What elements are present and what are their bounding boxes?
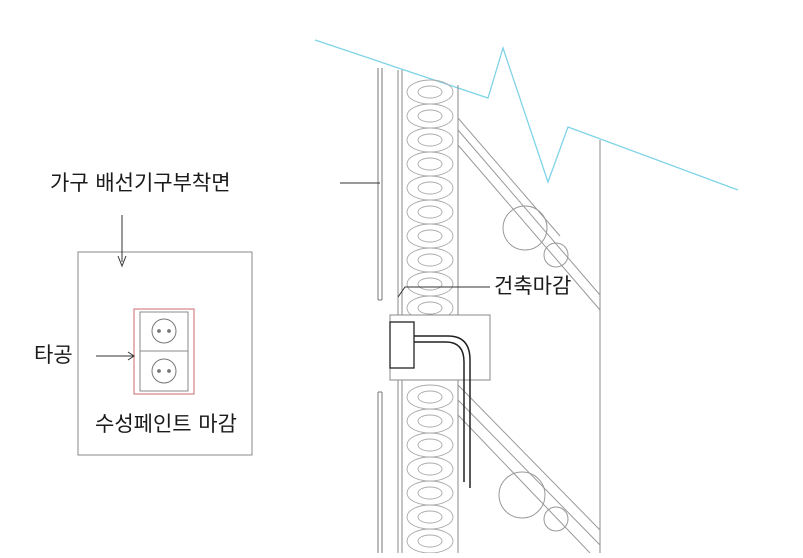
insulation-pattern xyxy=(406,79,454,554)
insulation-loop xyxy=(406,504,454,530)
label-furniture-wiring-face: 가구 배선기구부착면 xyxy=(50,171,231,195)
insulation-loop xyxy=(417,414,443,428)
break-line xyxy=(314,39,739,191)
cable xyxy=(414,335,471,488)
diagonal-brace-upper xyxy=(457,117,601,311)
finish-panel xyxy=(377,68,383,553)
insulation-loop xyxy=(417,229,443,243)
insulation-loop xyxy=(406,480,454,506)
insulation-loop xyxy=(417,253,443,267)
insulation-loop xyxy=(406,384,454,410)
insulation-loop xyxy=(406,199,454,225)
insulation-loop xyxy=(417,85,443,99)
insulation-loop xyxy=(406,271,454,297)
insulation-loop xyxy=(406,103,454,129)
outlet xyxy=(133,308,195,395)
junction-box xyxy=(389,314,491,381)
insulation-loop xyxy=(417,109,443,123)
insulation-loop xyxy=(406,79,454,105)
label-building-finish: 건축마감 xyxy=(494,274,572,298)
insulation-loop xyxy=(417,486,443,500)
insulation-loop xyxy=(417,181,443,195)
insulation-loop xyxy=(406,175,454,201)
label-perforation: 타공 xyxy=(34,343,73,367)
leader-line xyxy=(96,182,490,361)
insulation-loop xyxy=(417,390,443,404)
insulation-loop xyxy=(417,277,443,291)
insulation-loop xyxy=(417,534,443,548)
insulation-loop xyxy=(417,301,443,315)
wall-elevation xyxy=(77,251,253,456)
socket-icon xyxy=(151,318,177,344)
insulation-loop xyxy=(406,127,454,153)
insulation-loop xyxy=(417,133,443,147)
insulation-loop xyxy=(406,151,454,177)
insulation-loop xyxy=(417,438,443,452)
insulation-loop xyxy=(417,510,443,524)
insulation-loop xyxy=(417,157,443,171)
insulation-loop xyxy=(406,247,454,273)
insulation-loop xyxy=(406,456,454,482)
insulation-loop xyxy=(406,223,454,249)
label-water-paint-finish: 수성페인트 마감 xyxy=(95,412,237,436)
insulation-loop xyxy=(417,462,443,476)
insulation-loop xyxy=(417,205,443,219)
diagonal-brace-lower xyxy=(457,384,601,554)
insulation-loop xyxy=(406,432,454,458)
socket-icon xyxy=(151,358,177,384)
insulation-loop xyxy=(406,528,454,554)
insulation-loop xyxy=(406,408,454,434)
